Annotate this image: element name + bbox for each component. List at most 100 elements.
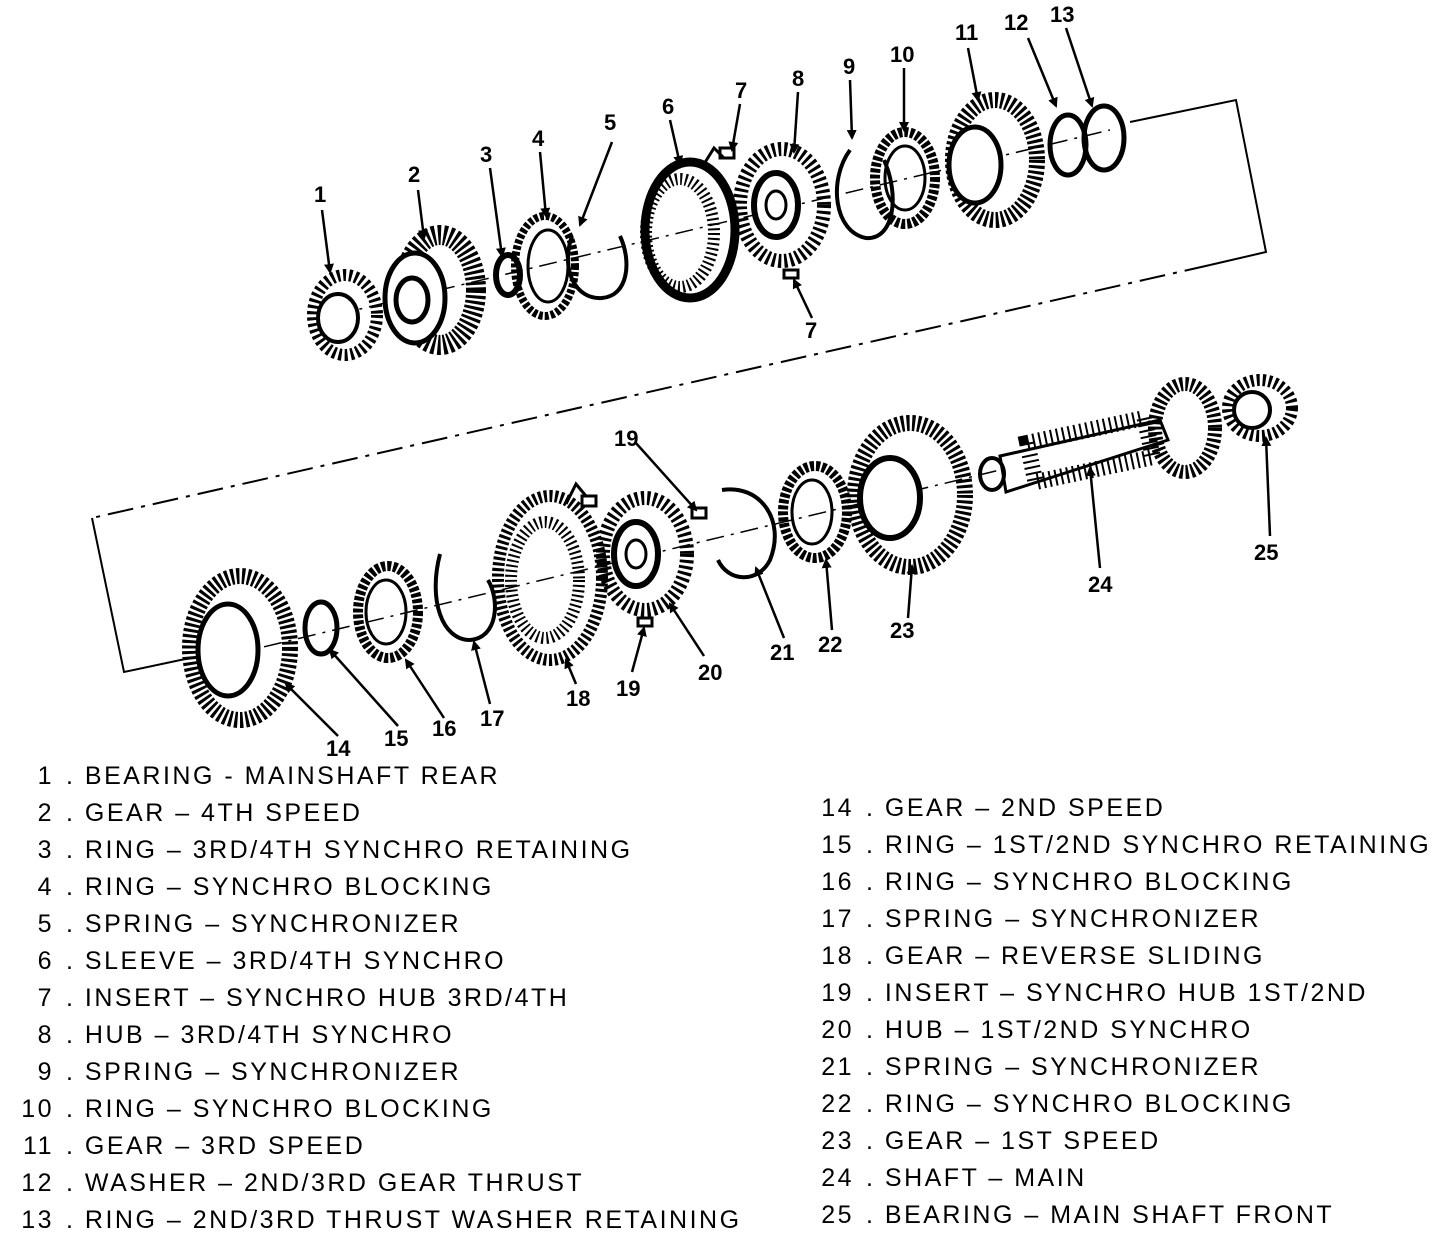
legend-label: GEAR – 4TH SPEED [75, 799, 363, 827]
legend-label: GEAR – 3RD SPEED [75, 1132, 366, 1160]
legend-label: RING – SYNCHRO BLOCKING [875, 1090, 1294, 1118]
part-5-spring [566, 235, 629, 301]
legend-item: 23. GEAR – 1ST SPEED [806, 1123, 1431, 1160]
legend-label: SPRING – SYNCHRONIZER [75, 910, 462, 938]
legend-label: RING – 1ST/2ND SYNCHRO RETAINING [875, 831, 1432, 859]
part-8-hub [733, 142, 831, 268]
legend-number: 13 [21, 1206, 54, 1234]
callout-1: 1 [314, 182, 326, 207]
callout-6: 6 [662, 94, 674, 119]
legend-number: 16 [821, 868, 854, 896]
legend-label: INSERT – SYNCHRO HUB 1ST/2ND [875, 979, 1368, 1007]
parts-legend-right: 14. GEAR – 2ND SPEED 15. RING – 1ST/2ND … [806, 790, 1431, 1234]
parts-legend-left: 1. BEARING - MAINSHAFT REAR 2. GEAR – 4T… [6, 758, 742, 1239]
callout-3: 3 [480, 142, 492, 167]
callout-24: 24 [1088, 572, 1113, 597]
legend-number: 18 [821, 942, 854, 970]
legend-label: GEAR – 2ND SPEED [875, 794, 1166, 822]
legend-item: 24. SHAFT – MAIN [806, 1160, 1431, 1197]
legend-number: 25 [821, 1201, 854, 1229]
legend-label: SHAFT – MAIN [875, 1164, 1087, 1192]
part-19-insert-lower [636, 616, 654, 628]
legend-number: 14 [821, 794, 854, 822]
legend-item: 10. RING – SYNCHRO BLOCKING [6, 1091, 742, 1128]
callout-7-lower: 7 [805, 318, 817, 343]
legend-label: SPRING – SYNCHRONIZER [75, 1058, 462, 1086]
legend-number: 3 [37, 836, 54, 864]
part-21-spring [716, 487, 777, 580]
legend-number: 21 [821, 1053, 854, 1081]
part-17-spring [433, 553, 497, 643]
legend-number: 12 [21, 1169, 54, 1197]
legend-label: GEAR – 1ST SPEED [875, 1127, 1161, 1155]
legend-item: 2. GEAR – 4TH SPEED [6, 795, 742, 832]
callout-23: 23 [890, 618, 914, 643]
legend-number: 23 [821, 1127, 854, 1155]
legend-label: HUB – 1ST/2ND SYNCHRO [875, 1016, 1253, 1044]
legend-item: 8. HUB – 3RD/4TH SYNCHRO [6, 1017, 742, 1054]
legend-item: 13. RING – 2ND/3RD THRUST WASHER RETAINI… [6, 1202, 742, 1239]
callout-22: 22 [818, 632, 842, 657]
part-6-sleeve [640, 157, 740, 303]
legend-number: 7 [37, 984, 54, 1012]
part-2-gear-4th [382, 225, 486, 355]
callout-25: 25 [1254, 540, 1278, 565]
callout-4: 4 [532, 126, 545, 151]
legend-number: 8 [37, 1021, 54, 1049]
callout-2: 2 [408, 162, 420, 187]
part-22-ring-blocking [778, 461, 852, 563]
legend-number: 5 [37, 910, 54, 938]
callout-12: 12 [1004, 10, 1028, 35]
part-1-bearing-rear [307, 269, 383, 361]
part-20-hub [596, 491, 694, 617]
legend-label: INSERT – SYNCHRO HUB 3RD/4TH [75, 984, 570, 1012]
legend-label: SLEEVE – 3RD/4TH SYNCHRO [75, 947, 507, 975]
callout-14: 14 [326, 736, 351, 761]
callout-20: 20 [698, 660, 722, 685]
legend-item: 5. SPRING – SYNCHRONIZER [6, 906, 742, 943]
callout-21: 21 [770, 640, 794, 665]
part-9-spring [834, 148, 895, 241]
legend-number: 20 [821, 1016, 854, 1044]
legend-label: BEARING – MAIN SHAFT FRONT [875, 1201, 1335, 1229]
callout-19-upper: 19 [614, 426, 638, 451]
legend-item: 18. GEAR – REVERSE SLIDING [806, 938, 1431, 975]
legend-number: 2 [37, 799, 54, 827]
part-18-gear-reverse [492, 490, 608, 666]
part-25-bearing-front [1222, 374, 1298, 442]
legend-item: 21. SPRING – SYNCHRONIZER [806, 1049, 1431, 1086]
callout-8: 8 [792, 66, 804, 91]
legend-number: 9 [37, 1058, 54, 1086]
legend-label: RING – SYNCHRO BLOCKING [75, 873, 494, 901]
callout-labels: 1 2 3 4 5 6 7 7 8 9 10 11 12 13 14 15 16… [314, 2, 1278, 761]
callout-19-lower: 19 [616, 676, 640, 701]
legend-item: 22. RING – SYNCHRO BLOCKING [806, 1086, 1431, 1123]
legend-label: RING – SYNCHRO BLOCKING [75, 1095, 494, 1123]
legend-number: 11 [23, 1132, 54, 1160]
legend-item: 4. RING – SYNCHRO BLOCKING [6, 869, 742, 906]
assembly-outline [91, 98, 1268, 674]
legend-number: 24 [821, 1164, 854, 1192]
part-13-ring-retaining [1081, 103, 1127, 173]
legend-item: 3. RING – 3RD/4TH SYNCHRO RETAINING [6, 832, 742, 869]
legend-item: 15. RING – 1ST/2ND SYNCHRO RETAINING [806, 827, 1431, 864]
legend-label: RING – 3RD/4TH SYNCHRO RETAINING [75, 836, 633, 864]
legend-label: HUB – 3RD/4TH SYNCHRO [75, 1021, 455, 1049]
legend-label: RING – SYNCHRO BLOCKING [875, 868, 1294, 896]
legend-number: 10 [21, 1095, 54, 1123]
part-24-main-shaft [978, 377, 1222, 494]
callout-13: 13 [1050, 2, 1074, 27]
part-7-insert-lower [782, 268, 800, 280]
legend-item: 9. SPRING – SYNCHRONIZER [6, 1054, 742, 1091]
legend-item: 6. SLEEVE – 3RD/4TH SYNCHRO [6, 943, 742, 980]
legend-label: WASHER – 2ND/3RD GEAR THRUST [75, 1169, 585, 1197]
callout-7-upper: 7 [735, 78, 747, 103]
callout-18: 18 [566, 686, 590, 711]
legend-number: 22 [821, 1090, 854, 1118]
callout-17: 17 [480, 706, 504, 731]
legend-item: 11. GEAR – 3RD SPEED [6, 1128, 742, 1165]
legend-item: 20. HUB – 1ST/2ND SYNCHRO [806, 1012, 1431, 1049]
leader-arrows [284, 27, 1272, 737]
part-3-ring-retaining [493, 252, 523, 298]
part-15-ring-retaining [302, 599, 340, 657]
